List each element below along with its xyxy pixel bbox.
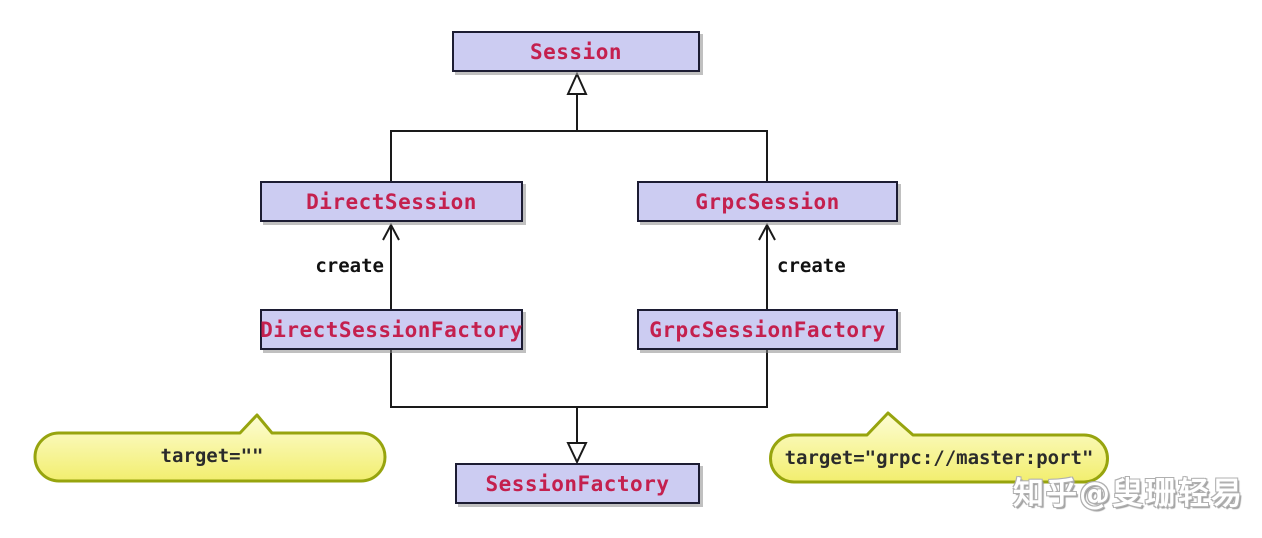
callout-target-grpc: target="grpc://master:port" <box>765 410 1113 486</box>
node-direct-session: DirectSession <box>260 181 523 222</box>
create-edge-label-left: create <box>315 255 384 277</box>
node-session-factory-label: SessionFactory <box>485 471 670 496</box>
node-grpc-session-factory: GrpcSessionFactory <box>637 309 898 350</box>
callout-bubble-shape <box>33 413 387 483</box>
node-session: Session <box>452 31 700 72</box>
node-direct-session-factory-label: DirectSessionFactory <box>260 317 523 342</box>
node-grpc-session: GrpcSession <box>637 181 898 222</box>
node-direct-session-label: DirectSession <box>306 189 477 214</box>
callout-target-empty-text: target="" <box>160 445 264 467</box>
create-edge-label-right: create <box>777 255 846 277</box>
node-session-label: Session <box>529 39 622 64</box>
callout-bubble-shape <box>769 411 1109 484</box>
callout-target-grpc-text: target="grpc://master:port" <box>784 447 1094 469</box>
node-grpc-session-factory-label: GrpcSessionFactory <box>649 317 886 342</box>
callout-target-empty: target="" <box>32 412 392 484</box>
zhihu-watermark: 知乎@叟珊轻易 <box>1013 476 1244 512</box>
inheritance-arrow-up <box>566 71 588 95</box>
node-grpc-session-label: GrpcSession <box>695 189 840 214</box>
inheritance-arrow-down <box>566 442 588 465</box>
node-direct-session-factory: DirectSessionFactory <box>260 309 523 350</box>
node-session-factory: SessionFactory <box>455 463 700 504</box>
